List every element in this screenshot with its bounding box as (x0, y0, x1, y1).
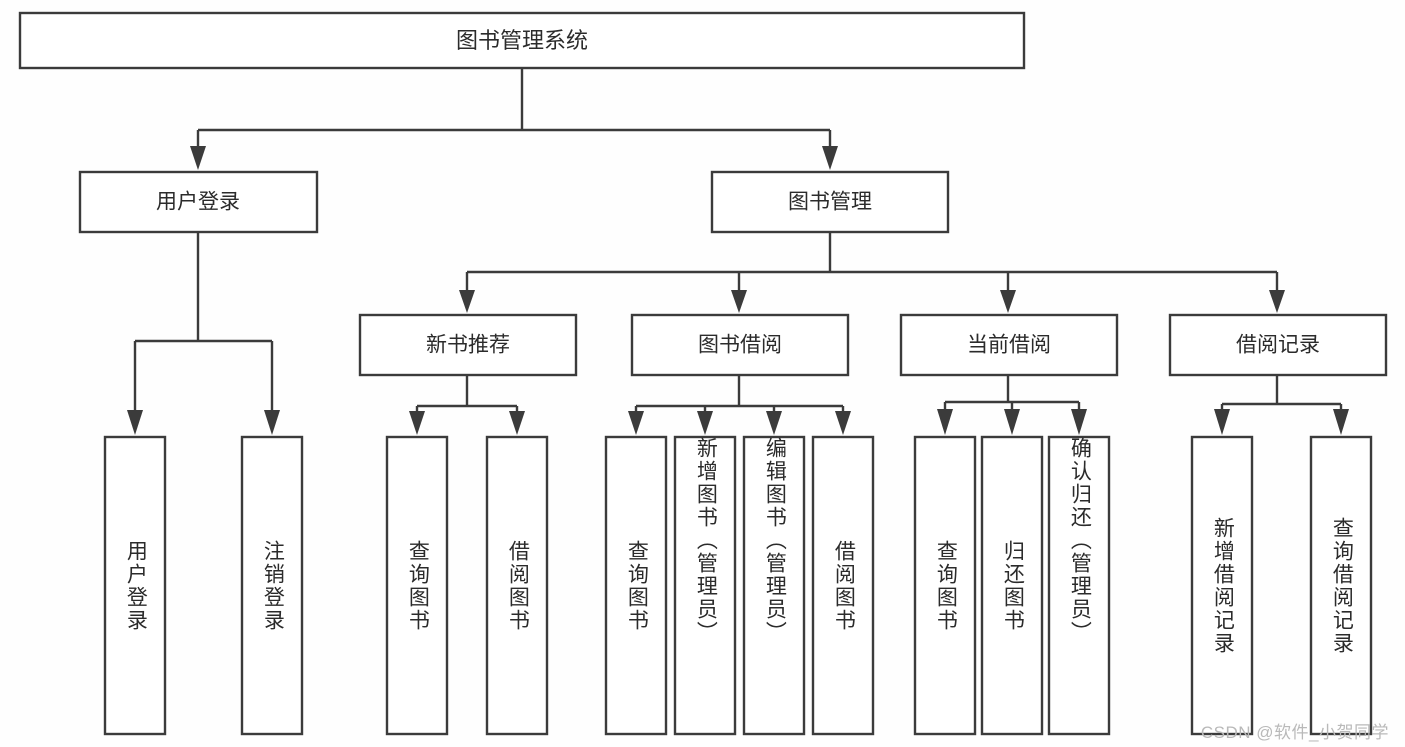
arrow-head-leaf-user-login-0 (127, 410, 143, 435)
node-leaf-current-borrow-2-box[interactable] (1047, 435, 1111, 736)
node-user-login-box[interactable] (78, 170, 319, 234)
arrow-head-leaf-borrow-record-1 (1333, 409, 1349, 435)
arrow-head-leaf-new-book-0 (409, 411, 425, 435)
arrow-head-leaf-book-borrow-1 (697, 411, 713, 435)
node-new-book-label: 新书推荐 (426, 334, 510, 357)
csdn-watermark: CSDN @软件_小贺同学 (1200, 723, 1389, 742)
node-book-borrow-box[interactable] (630, 313, 850, 377)
arrow-head-leaf-book-borrow-0 (628, 411, 644, 435)
arrow-head-leaf-user-login-1 (264, 410, 280, 435)
node-leaf-new-book-1-box[interactable] (485, 435, 549, 736)
node-user-login-label: 用户登录 (156, 191, 240, 214)
connector-group-root (190, 68, 838, 170)
node-root-label: 图书管理系统 (456, 28, 588, 53)
arrow-head-leaf-book-borrow-2 (766, 411, 782, 435)
arrow-head-book-mgmt (822, 146, 838, 170)
arrow-head-current-borrow (1000, 290, 1016, 313)
node-book-mgmt-box[interactable] (710, 170, 950, 234)
node-leaf-book-borrow-3-box[interactable] (811, 435, 875, 736)
node-leaf-user-login-1-box[interactable] (240, 435, 304, 736)
node-book-borrow-label: 图书借阅 (698, 334, 782, 357)
arrow-head-leaf-borrow-record-0 (1214, 409, 1230, 435)
arrow-head-book-borrow (731, 290, 747, 313)
connector-group-user-login (127, 232, 280, 435)
arrow-head-user-login (190, 146, 206, 170)
connector-group-new-book (409, 375, 525, 435)
node-book-mgmt-label: 图书管理 (788, 191, 872, 214)
arrow-head-leaf-new-book-1 (509, 411, 525, 435)
node-leaf-current-borrow-0-box[interactable] (913, 435, 977, 736)
node-leaf-new-book-0-box[interactable] (385, 435, 449, 736)
node-current-borrow-box[interactable] (899, 313, 1119, 377)
connector-group-book-mgmt (459, 232, 1285, 313)
arrow-head-leaf-current-borrow-1 (1004, 409, 1020, 435)
node-leaf-borrow-record-0-box[interactable] (1190, 435, 1254, 736)
arrow-head-leaf-current-borrow-2 (1071, 409, 1087, 435)
node-leaf-book-borrow-1-box[interactable] (673, 435, 737, 736)
arrow-head-leaf-current-borrow-0 (937, 409, 953, 435)
node-current-borrow-label: 当前借阅 (967, 334, 1051, 357)
node-leaf-user-login-0-box[interactable] (103, 435, 167, 736)
connector-group-borrow-record (1214, 375, 1349, 435)
connector-group-book-borrow (628, 375, 851, 435)
node-leaf-book-borrow-2-box[interactable] (742, 435, 806, 736)
node-root-box[interactable] (18, 11, 1026, 70)
node-leaf-borrow-record-1-box[interactable] (1309, 435, 1373, 736)
node-borrow-record-label: 借阅记录 (1236, 334, 1320, 357)
arrow-head-leaf-book-borrow-3 (835, 411, 851, 435)
node-leaf-current-borrow-1-box[interactable] (980, 435, 1044, 736)
node-leaf-book-borrow-0-box[interactable] (604, 435, 668, 736)
connector-group-current-borrow (937, 375, 1087, 435)
node-new-book-box[interactable] (358, 313, 578, 377)
arrow-head-borrow-record (1269, 290, 1285, 313)
arrow-head-new-book (459, 290, 475, 313)
node-borrow-record-box[interactable] (1168, 313, 1388, 377)
